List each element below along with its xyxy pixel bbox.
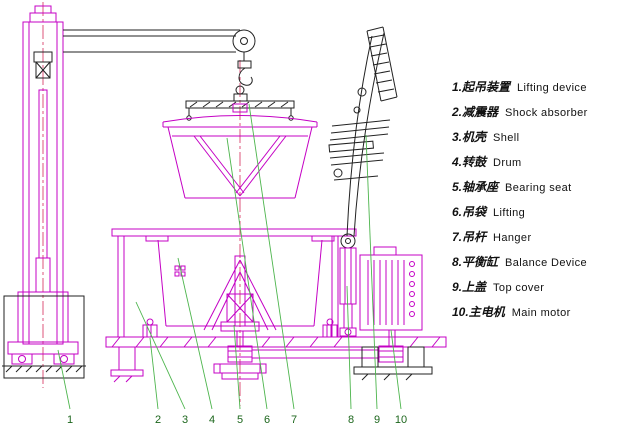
legend-zh-label: 起吊装置 bbox=[462, 80, 511, 94]
motor-base bbox=[353, 346, 433, 381]
drain-pipe bbox=[110, 347, 144, 383]
legend-number: 10. bbox=[452, 305, 469, 319]
legend-item-8: 8.平衡缸 Balance Device bbox=[452, 249, 638, 274]
legend-en-label: Main motor bbox=[511, 307, 571, 319]
parts-legend: 1.起吊装置 Lifting device 2.减震器 Shock absorber… bbox=[452, 74, 638, 324]
legend-en-label: Bearing seat bbox=[505, 182, 572, 194]
legend-zh-label: 上盖 bbox=[462, 280, 487, 294]
legend-number: 7. bbox=[452, 230, 463, 244]
legend-item-6: 6.吊袋 Lifting bbox=[452, 199, 638, 224]
legend-item-4: 4.转鼓 Drum bbox=[452, 149, 638, 174]
legend-number: 4. bbox=[452, 155, 463, 169]
legend-zh-label: 轴承座 bbox=[462, 180, 499, 194]
callout-label-2: 2 bbox=[155, 414, 161, 426]
legend-number: 8. bbox=[452, 255, 463, 269]
legend-item-5: 5.轴承座 Bearing seat bbox=[452, 174, 638, 199]
base-frame bbox=[105, 336, 447, 348]
bearing-spindle bbox=[203, 255, 277, 363]
lifting-device-hoist bbox=[2, 51, 86, 379]
lifting-device-column bbox=[7, 5, 79, 365]
callout-label-1: 1 bbox=[67, 414, 73, 426]
legend-item-3: 3.机壳 Shell bbox=[452, 124, 638, 149]
legend-en-label: Balance Device bbox=[505, 257, 588, 269]
callout-label-6: 6 bbox=[264, 414, 270, 426]
bottom-flange bbox=[213, 363, 267, 380]
cover-arm bbox=[328, 32, 391, 249]
legend-zh-label: 平衡缸 bbox=[462, 255, 499, 269]
legend-number: 5. bbox=[452, 180, 463, 194]
callout-label-7: 7 bbox=[291, 414, 297, 426]
legend-zh-label: 转鼓 bbox=[462, 155, 487, 169]
callout-label-8: 8 bbox=[348, 414, 354, 426]
legend-zh-label: 吊杆 bbox=[462, 230, 487, 244]
legend-item-9: 9.上盖 Top cover bbox=[452, 274, 638, 299]
legend-zh-label: 主电机 bbox=[468, 305, 505, 319]
lifting-bag bbox=[162, 103, 318, 199]
legend-zh-label: 机壳 bbox=[462, 130, 487, 144]
legend-number: 3. bbox=[452, 130, 463, 144]
callout-label-9: 9 bbox=[374, 414, 380, 426]
callout-label-4: 4 bbox=[209, 414, 215, 426]
machine-shell bbox=[111, 228, 357, 338]
legend-en-label: Drum bbox=[493, 157, 522, 169]
legend-en-label: Top cover bbox=[493, 282, 545, 294]
legend-number: 9. bbox=[452, 280, 463, 294]
callout-label-10: 10 bbox=[395, 414, 407, 426]
legend-item-1: 1.起吊装置 Lifting device bbox=[452, 74, 638, 99]
legend-item-2: 2.减震器 Shock absorber bbox=[452, 99, 638, 124]
legend-number: 6. bbox=[452, 205, 463, 219]
legend-number: 1. bbox=[452, 80, 463, 94]
legend-item-10: 10.主电机 Main motor bbox=[452, 299, 638, 324]
legend-zh-label: 吊袋 bbox=[462, 205, 487, 219]
hanger-spreader bbox=[185, 85, 295, 121]
legend-item-7: 7.吊杆 Hanger bbox=[452, 224, 638, 249]
centerlines bbox=[42, 2, 241, 406]
callout-label-5: 5 bbox=[237, 414, 243, 426]
legend-en-label: Lifting device bbox=[517, 82, 587, 94]
legend-zh-label: 减震器 bbox=[462, 105, 499, 119]
callout-numbers: 1 2 3 4 5 6 7 8 9 10 bbox=[67, 414, 407, 426]
legend-en-label: Shock absorber bbox=[505, 107, 588, 119]
main-motor bbox=[359, 246, 423, 363]
callout-leaders bbox=[57, 103, 402, 410]
callout-label-3: 3 bbox=[182, 414, 188, 426]
crane-arm bbox=[63, 29, 256, 86]
belt-drive bbox=[252, 349, 379, 359]
legend-number: 2. bbox=[452, 105, 463, 119]
legend-en-label: Hanger bbox=[493, 232, 532, 244]
legend-en-label: Lifting bbox=[493, 207, 526, 219]
legend-en-label: Shell bbox=[493, 132, 520, 144]
